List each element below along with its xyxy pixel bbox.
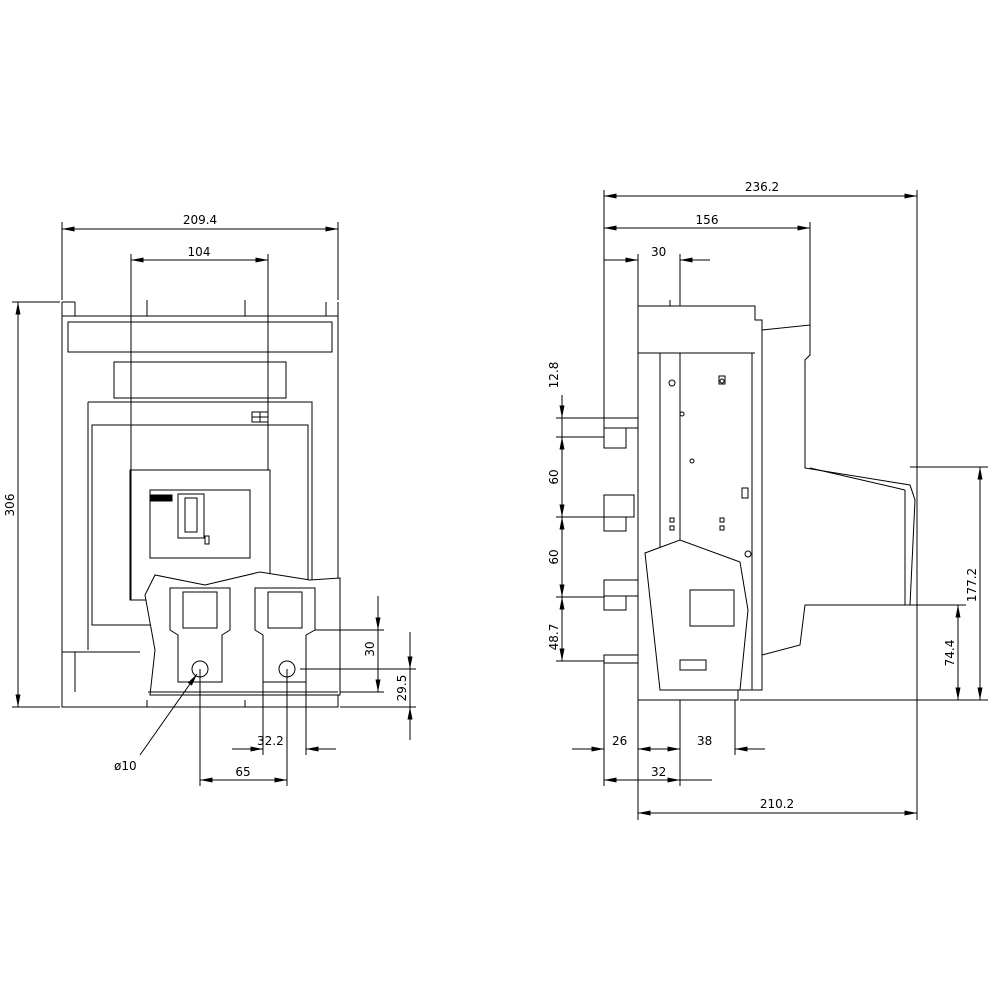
dim-v-top: 12.8 bbox=[547, 362, 561, 389]
dim-slot-height: 30 bbox=[363, 641, 377, 656]
dim-b-mid: 32 bbox=[651, 765, 666, 779]
dim-width-overall: 209.4 bbox=[183, 213, 217, 227]
front-dimensions: 209.4 104 306 30 29.5 32.2 65 ø10 bbox=[3, 213, 416, 786]
dim-depth-overall: 236.2 bbox=[745, 180, 779, 194]
dim-hole-diameter: ø10 bbox=[114, 759, 137, 773]
dim-terminal-spacing: 104 bbox=[188, 245, 211, 259]
dim-hole-spacing: 65 bbox=[235, 765, 250, 779]
dim-b-right: 38 bbox=[697, 734, 712, 748]
dim-b-left: 26 bbox=[612, 734, 627, 748]
dim-front-offset: 30 bbox=[651, 245, 666, 259]
dim-depth-body: 156 bbox=[696, 213, 719, 227]
side-view bbox=[603, 300, 916, 708]
dim-handle-low: 74.4 bbox=[943, 640, 957, 667]
dim-v-lower: 60 bbox=[547, 549, 561, 564]
side-dimensions: 236.2 156 30 12.8 60 60 48.7 177.2 74.4 … bbox=[547, 180, 988, 820]
dim-v-bottom: 48.7 bbox=[547, 624, 561, 651]
dim-handle-height: 177.2 bbox=[965, 568, 979, 602]
front-view bbox=[61, 300, 341, 708]
dim-depth-base: 210.2 bbox=[760, 797, 794, 811]
dim-height-overall: 306 bbox=[3, 494, 17, 517]
dim-v-upper: 60 bbox=[547, 469, 561, 484]
dim-hole-height: 29.5 bbox=[395, 675, 409, 702]
dim-terminal-offset: 32.2 bbox=[257, 734, 284, 748]
